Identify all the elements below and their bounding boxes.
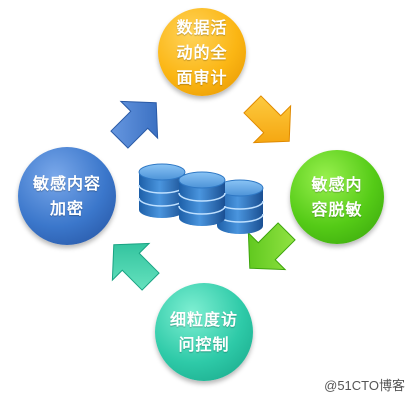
node-masking: 敏感内 容脱敏 [290, 150, 384, 244]
node-audit-label: 数据活 动的全 面审计 [176, 17, 228, 87]
database-stack-icon [138, 163, 264, 234]
node-masking-label: 敏感内 容脱敏 [311, 175, 363, 219]
node-access-control-label: 细粒度访 问控制 [169, 310, 238, 354]
node-encryption-label: 敏感内容 加密 [32, 174, 101, 218]
watermark: @51CTO博客 [324, 378, 405, 393]
arrow-icon [94, 225, 170, 301]
arrow-icon [100, 83, 176, 159]
node-access-control: 细粒度访 问控制 [155, 283, 253, 381]
node-audit: 数据活 动的全 面审计 [158, 8, 246, 96]
arrow-icon [233, 85, 309, 161]
node-encryption: 敏感内容 加密 [18, 147, 116, 245]
